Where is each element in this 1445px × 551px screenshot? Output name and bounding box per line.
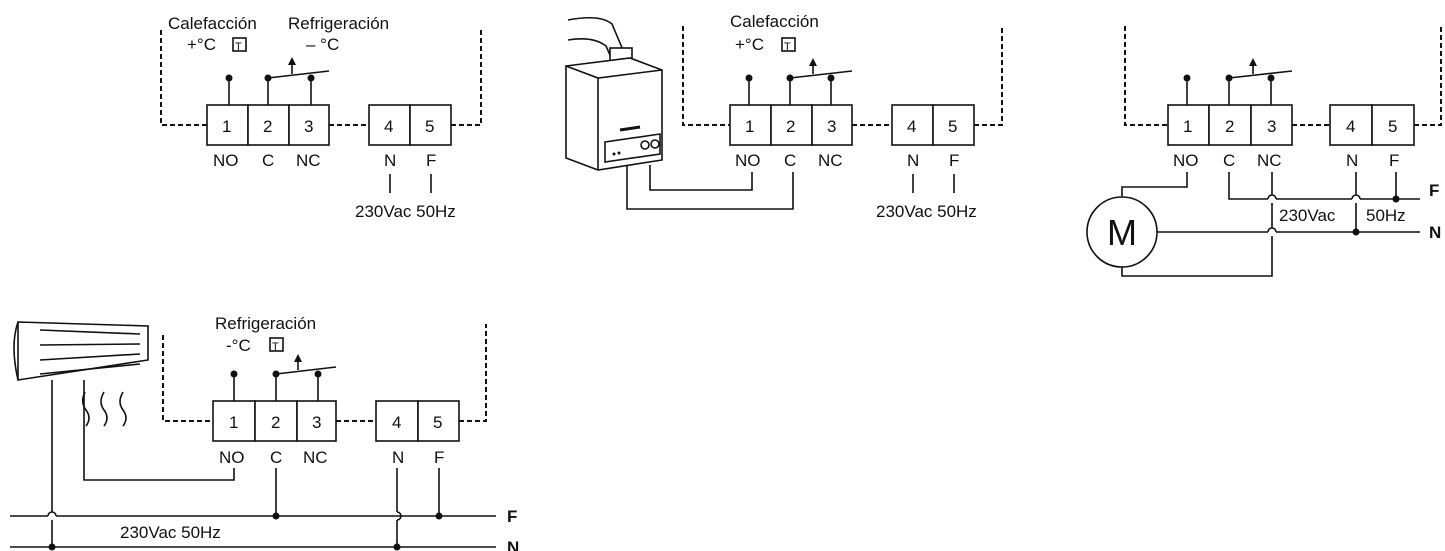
label-minus-c-4: -°C [226, 336, 251, 355]
label-plus-c-2: +°C [735, 35, 764, 54]
svg-text:5: 5 [948, 117, 957, 136]
terminal-block-a-2 [729, 104, 853, 146]
thermostat-symbol-4 [269, 337, 284, 352]
svg-text:1: 1 [229, 413, 238, 432]
boiler-icon [565, 16, 663, 171]
svg-text:F: F [426, 151, 436, 170]
power-label-4: 230Vac 50Hz [120, 523, 221, 542]
svg-text:C: C [1223, 151, 1235, 170]
svg-text:F: F [1389, 151, 1399, 170]
terminal-block-b-3 [1329, 104, 1415, 146]
svg-text:NC: NC [1257, 151, 1282, 170]
svg-text:T: T [272, 341, 279, 353]
svg-text:4: 4 [392, 413, 401, 432]
svg-text:2: 2 [1225, 117, 1234, 136]
terminal-block-b [368, 104, 452, 146]
label-calefaccion-2: Calefacción [730, 12, 819, 31]
svg-text:NC: NC [296, 151, 321, 170]
svg-text:NC: NC [303, 448, 328, 467]
diagram-motor: 1 2 3 4 5 NO C NC N F M F N 230Vac 50Hz [1086, 26, 1442, 277]
svg-text:5: 5 [433, 413, 442, 432]
terminal-block-b-2 [891, 104, 975, 146]
svg-text:1: 1 [222, 117, 231, 136]
svg-text:3: 3 [304, 117, 313, 136]
label-plus-c: +°C [187, 35, 216, 54]
svg-text:5: 5 [425, 117, 434, 136]
svg-text:N: N [392, 448, 404, 467]
label-refrigeracion: Refrigeración [288, 14, 389, 33]
power-label-2: 230Vac 50Hz [876, 202, 977, 221]
bus-f-label: F [1429, 181, 1439, 200]
svg-text:2: 2 [271, 413, 280, 432]
svg-text:T: T [235, 41, 242, 53]
svg-text:3: 3 [1267, 117, 1276, 136]
terminal-block-a [206, 104, 330, 146]
thermostat-symbol [232, 37, 247, 52]
svg-text:C: C [262, 151, 274, 170]
svg-text:5: 5 [1388, 117, 1397, 136]
diagram-heating-cooling: Calefacción Refrigeración +°C T – °C 1 2… [160, 14, 482, 221]
svg-text:4: 4 [907, 117, 916, 136]
svg-text:NO: NO [213, 151, 239, 170]
terminal-block-a-3 [1167, 104, 1293, 146]
diagram-air-conditioner: Refrigeración -°C T 1 2 3 4 5 NO C NC N … [10, 314, 519, 551]
svg-text:1: 1 [1183, 117, 1192, 136]
bus-f-label-4: F [507, 507, 517, 526]
svg-text:NC: NC [818, 151, 843, 170]
svg-text:N: N [907, 151, 919, 170]
bus-n-label: N [1429, 223, 1441, 242]
svg-text:4: 4 [384, 117, 393, 136]
svg-text:1: 1 [745, 117, 754, 136]
thermostat-symbol-2 [781, 37, 796, 52]
motor-label: M [1107, 212, 1137, 253]
svg-text:3: 3 [312, 413, 321, 432]
svg-text:F: F [434, 448, 444, 467]
svg-text:4: 4 [1346, 117, 1355, 136]
svg-text:NO: NO [219, 448, 245, 467]
terminal-block-b-4 [375, 400, 460, 442]
label-refrigeracion-4: Refrigeración [215, 314, 316, 333]
svg-text:NO: NO [1173, 151, 1199, 170]
svg-text:C: C [784, 151, 796, 170]
bus-n-label-4: N [507, 538, 519, 551]
svg-text:C: C [270, 448, 282, 467]
svg-text:T: T [784, 41, 791, 53]
power-label: 230Vac 50Hz [355, 202, 456, 221]
svg-text:2: 2 [263, 117, 272, 136]
svg-text:F: F [949, 151, 959, 170]
terminal-block-a-4 [212, 400, 337, 442]
svg-text:N: N [1346, 151, 1358, 170]
svg-text:NO: NO [735, 151, 761, 170]
label-minus-c: – °C [306, 35, 339, 54]
svg-text:3: 3 [827, 117, 836, 136]
diagram-boiler: Calefacción +°C T 1 2 3 4 5 NO C NC N F … [565, 12, 1003, 221]
label-calefaccion: Calefacción [168, 14, 257, 33]
power-v-label: 230Vac [1279, 206, 1336, 225]
svg-text:N: N [384, 151, 396, 170]
power-hz-label: 50Hz [1366, 206, 1406, 225]
air-conditioner-icon [13, 321, 149, 427]
svg-text:2: 2 [786, 117, 795, 136]
